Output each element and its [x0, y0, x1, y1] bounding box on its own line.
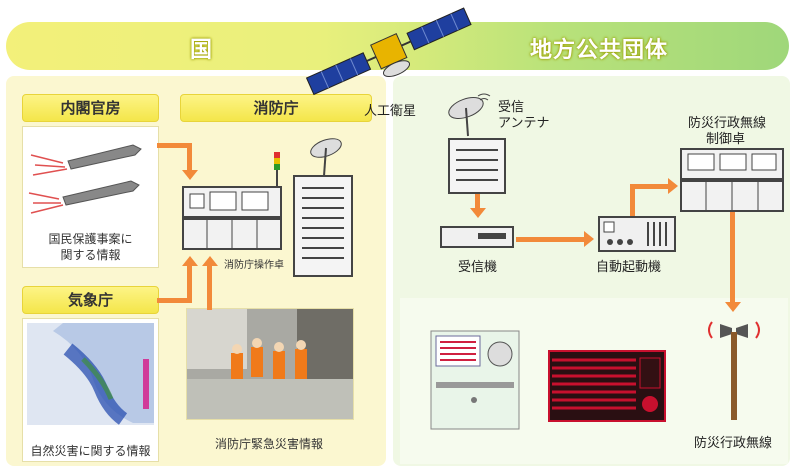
arrow-head-autostart — [584, 231, 594, 247]
arrow-head-up-1 — [182, 256, 198, 266]
local-government-title: 地方公共団体 — [530, 38, 669, 63]
fdma-console-label: 消防庁操作卓 — [224, 260, 284, 271]
loudspeaker-pole-icon — [704, 312, 764, 422]
arrow-head-building-down — [470, 208, 486, 218]
weather-radar-map — [27, 323, 154, 425]
control-console-icon — [680, 148, 784, 212]
arrow-head-down — [182, 170, 198, 180]
rescue-photo — [186, 308, 354, 420]
arrow-receiver-to-autostart — [516, 237, 586, 242]
antenna-label-line1: 受信 — [498, 100, 525, 115]
arrow-control-to-speaker — [730, 212, 735, 304]
satellite-label: 人工衛星 — [364, 104, 417, 119]
meteorological-agency-header: 気象庁 — [22, 286, 159, 314]
receiver-unit-photo — [430, 330, 520, 430]
arrow-head-up-2 — [202, 256, 218, 266]
arrow-photo-up — [207, 266, 212, 310]
arrow-head-control — [668, 178, 678, 194]
rescue-photo-caption: 消防庁緊急災害情報 — [214, 437, 323, 451]
control-console-label-line2: 制御卓 — [706, 132, 746, 147]
auto-start-label: 自動起動機 — [596, 260, 662, 275]
arrow-cabinet-down — [187, 143, 192, 171]
missile-icon — [28, 144, 142, 214]
antenna-label-line2: アンテナ — [498, 116, 550, 131]
receiver-building-icon — [448, 138, 506, 194]
cabinet-info-card: 国民保護事案に 関する情報 — [22, 126, 159, 268]
arrow-head-speaker — [725, 302, 741, 312]
cabinet-secretariat-header: 内閣官房 — [22, 94, 159, 122]
meteo-caption: 自然災害に関する情報 — [30, 444, 151, 458]
arrow-cabinet-to-fdma — [157, 143, 187, 148]
signal-light-icon — [272, 152, 282, 188]
receiver-label: 受信機 — [458, 260, 498, 275]
fdma-console-icon — [182, 186, 282, 250]
loudspeaker-label: 防災行政無線 — [694, 436, 773, 451]
receiver-device-icon — [440, 226, 514, 248]
national-title: 国 — [190, 38, 214, 63]
fdma-header: 消防庁 — [180, 94, 372, 122]
cabinet-caption-line1: 国民保護事案に — [48, 232, 133, 246]
cabinet-caption-line2: 関する情報 — [60, 248, 121, 262]
dish-antenna-icon — [438, 90, 498, 140]
auto-start-device-icon — [598, 216, 676, 252]
red-radio-device-photo — [548, 350, 666, 422]
arrow-autostart-to-control — [630, 184, 670, 189]
satellite-icon — [300, 4, 480, 104]
arrow-building-down — [475, 194, 480, 210]
fdma-building-icon — [288, 138, 356, 278]
meteo-info-card: 自然災害に関する情報 — [22, 318, 159, 462]
arrow-meteo-up — [187, 266, 192, 303]
arrow-meteo-to-fdma — [157, 298, 187, 303]
control-console-label-line1: 防災行政無線 — [688, 116, 767, 131]
arrow-autostart-up — [630, 186, 635, 216]
